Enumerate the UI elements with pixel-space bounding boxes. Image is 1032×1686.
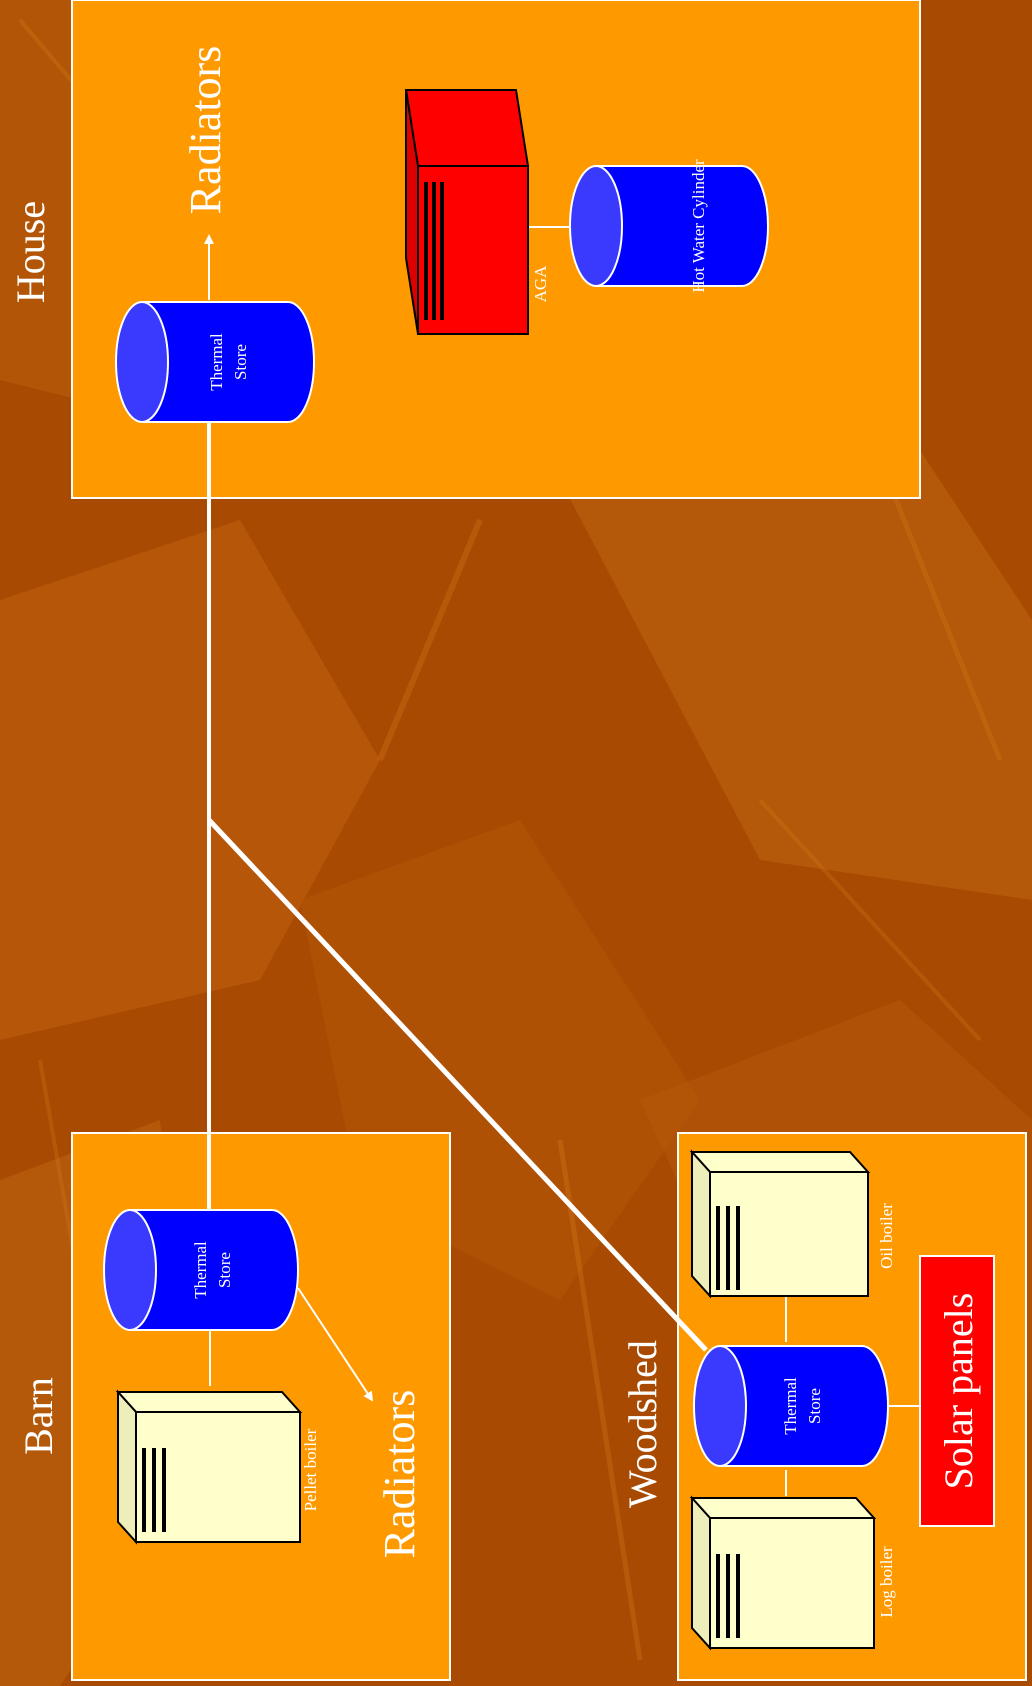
pellet-boiler-label: Pellet boiler	[301, 1428, 320, 1511]
hot-water-cylinder-tank: Hot Water Cylinder	[569, 159, 769, 293]
woodshed-thermal-store-tank: Thermal Store	[693, 1345, 889, 1467]
log-boiler: Log boiler	[689, 1495, 896, 1651]
pipe-junction-to-woodshed	[207, 818, 708, 1352]
aga-label: AGA	[531, 265, 550, 303]
house-thermal-store-tank: Thermal Store	[115, 301, 315, 423]
barn-thermal-store-tank: Thermal Store	[103, 1209, 299, 1331]
house-thermal-store-label-line1: Thermal	[207, 333, 226, 391]
woodshed-thermal-store-label-line2: Store	[805, 1388, 824, 1424]
house-radiators-label: Radiators	[181, 46, 230, 215]
woodshed-thermal-store-label-line1: Thermal	[781, 1377, 800, 1435]
oil-boiler: Oil boiler	[689, 1149, 896, 1299]
barn-thermal-store-label-line1: Thermal	[191, 1241, 210, 1299]
barn-room-label: Barn	[16, 1377, 61, 1455]
solar-panels-label: Solar panels	[936, 1293, 981, 1490]
pipes	[204, 226, 920, 1496]
oil-boiler-label: Oil boiler	[877, 1203, 896, 1269]
barn-radiators-label: Radiators	[375, 1390, 424, 1559]
log-boiler-label: Log boiler	[877, 1546, 896, 1618]
aga-stove: AGA	[404, 89, 550, 335]
pellet-boiler: Pellet boiler	[115, 1389, 320, 1545]
arrow-barn-radiators	[297, 1287, 374, 1402]
house-room-label: House	[8, 201, 53, 303]
solar-panels: Solar panels	[919, 1255, 995, 1527]
house-thermal-store-label-line2: Store	[231, 344, 250, 380]
hot-water-cylinder-label: Hot Water Cylinder	[689, 159, 708, 293]
barn-thermal-store-label-line2: Store	[215, 1252, 234, 1288]
woodshed-room-label: Woodshed	[620, 1340, 665, 1508]
